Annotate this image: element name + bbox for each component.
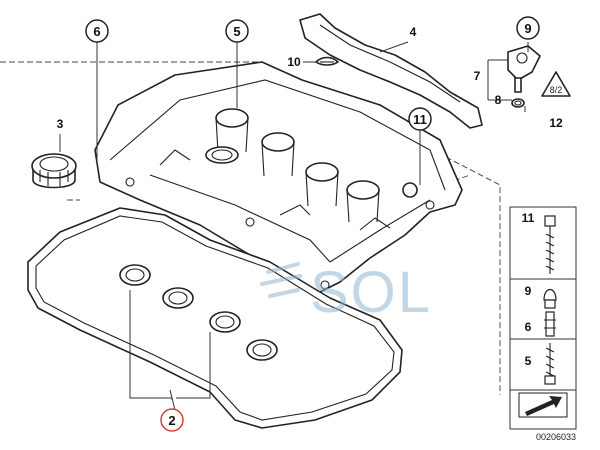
seal-ring [511,98,525,108]
callout-5: 5 [225,19,249,43]
svg-text:5: 5 [233,24,240,39]
callout-4: 4 [410,25,417,39]
orientation-arrow-icon [518,392,568,418]
callout-6: 6 [85,19,109,43]
side-item-6: 6 [525,311,556,337]
callout-9: 9 [516,16,540,40]
svg-text:2: 2 [168,413,175,428]
callout-10: 10 [287,55,301,69]
watermark-logo-icon [260,262,302,298]
callout-11: 11 [408,107,432,131]
side-item-11: 11 [522,211,556,274]
valve-cover [94,61,463,294]
sensor [507,45,541,93]
svg-text:9: 9 [525,284,532,298]
leader-lines [59,41,529,411]
oil-filler-cap [31,153,77,189]
clip [315,56,339,66]
callout-7: 7 [474,69,481,83]
svg-text:6: 6 [525,320,532,334]
watermark: SOL [260,260,432,325]
warning-label-text: 8/2 [550,85,563,95]
sleeve-icon [545,311,555,337]
callout-8: 8 [495,93,502,107]
plug-well-seals [119,264,278,361]
bolt-head-icon [544,215,556,227]
watermark-text: SOL [310,260,432,325]
reference-code: 00206033 [536,432,576,442]
svg-text:6: 6 [93,24,100,39]
stud-icon [545,343,555,384]
guide-lines [0,61,501,395]
cap-nut-icon [543,288,557,301]
side-item-5: 5 [525,343,556,385]
bolt-thread-icon [545,226,555,274]
svg-text:3: 3 [57,117,64,131]
side-item-9: 9 [525,284,557,309]
svg-text:11: 11 [522,211,535,225]
callout-2: 2 [160,408,184,432]
cover-strip [299,13,483,129]
side-panel: 11 9 6 5 [509,206,577,430]
warning-label: 8/2 [541,71,571,97]
callout-3: 3 [57,117,64,131]
svg-text:5: 5 [525,354,532,368]
svg-text:11: 11 [413,112,427,127]
svg-text:9: 9 [524,21,531,36]
callout-12: 12 [549,116,563,130]
